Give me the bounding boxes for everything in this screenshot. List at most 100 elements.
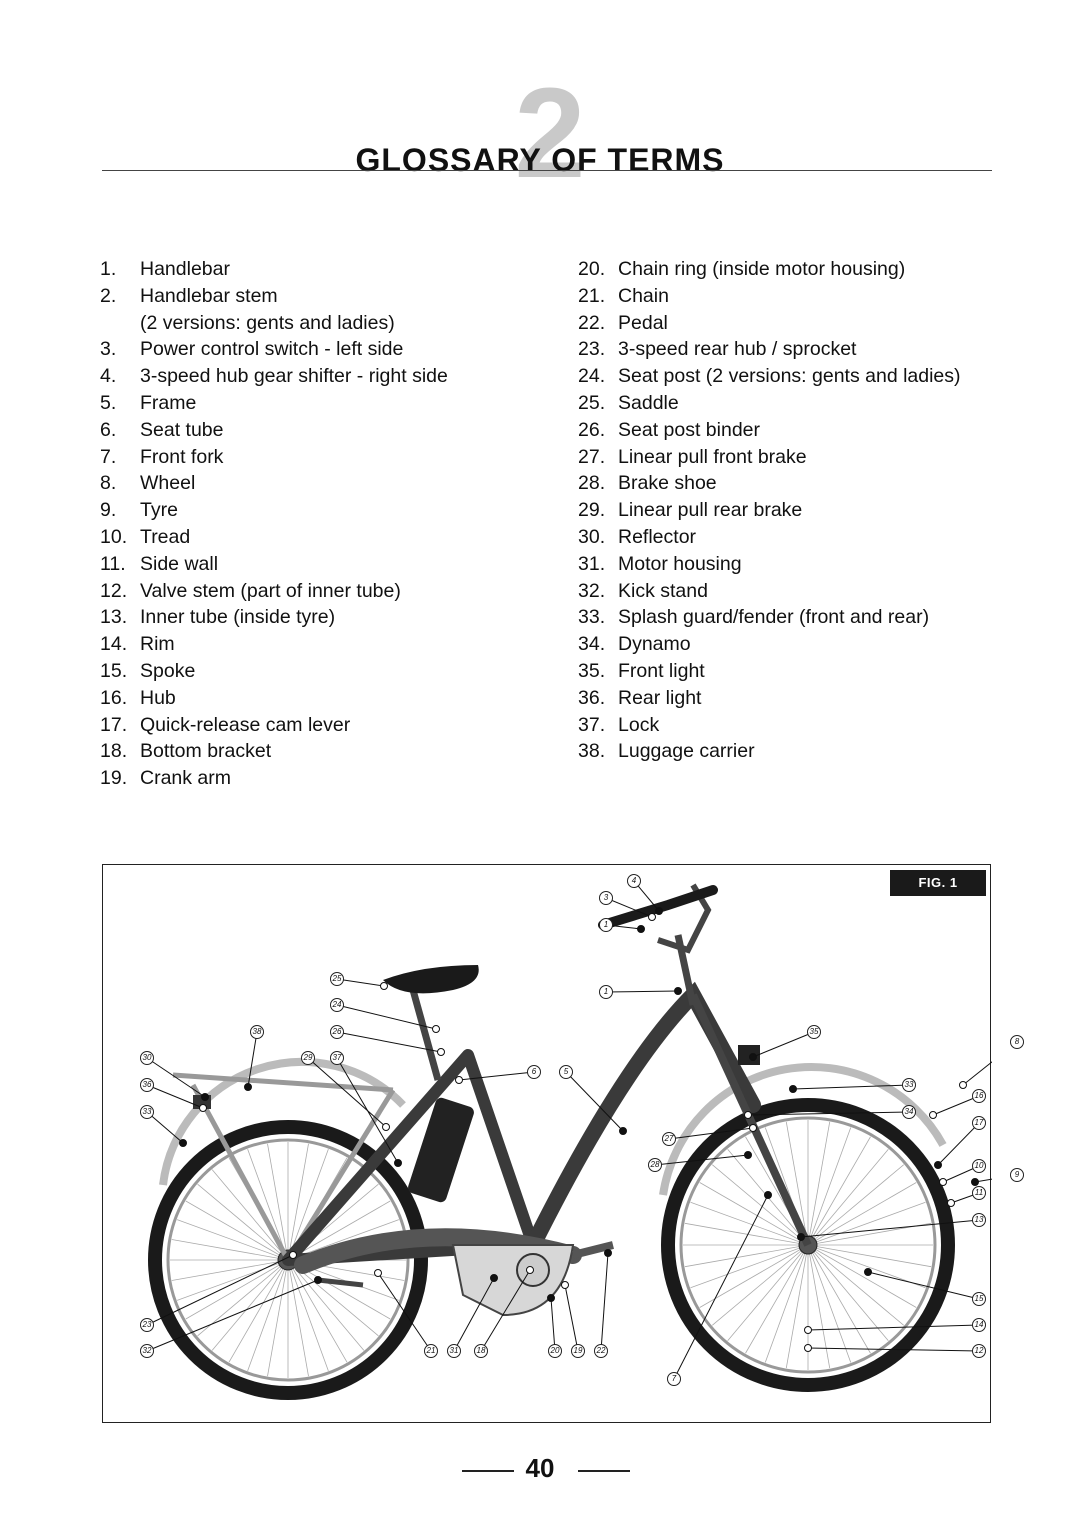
callout-5: 5 bbox=[559, 1065, 573, 1079]
glossary-item-term: Saddle bbox=[618, 391, 679, 414]
glossary-item: 23.3-speed rear hub / sprocket bbox=[578, 336, 998, 363]
glossary-item: 29.Linear pull rear brake bbox=[578, 497, 998, 524]
callout-leader-line bbox=[336, 978, 385, 987]
callout-leader-line bbox=[605, 897, 653, 918]
glossary-item: 3.Power control switch - left side bbox=[100, 336, 540, 363]
glossary-item-term: Pedal bbox=[618, 311, 668, 334]
callout-leader-line bbox=[800, 1219, 980, 1238]
callout-anchor-dot bbox=[179, 1139, 187, 1147]
glossary-item: 36.Rear light bbox=[578, 685, 998, 712]
glossary-item-number: 6. bbox=[100, 418, 117, 441]
glossary-item-number: 1. bbox=[100, 258, 117, 280]
glossary-item: 26.Seat post binder bbox=[578, 417, 998, 444]
callout-leader-line bbox=[673, 1194, 769, 1380]
callout-leader-line bbox=[752, 1031, 815, 1058]
glossary-item-number: 34. bbox=[578, 633, 606, 656]
callout-1: 1 bbox=[599, 985, 613, 999]
callout-leader-line bbox=[600, 1252, 609, 1352]
glossary-item: 2.Handlebar stem bbox=[100, 283, 540, 310]
callout-6: 6 bbox=[527, 1065, 541, 1079]
page-number-rule-left bbox=[462, 1470, 514, 1472]
callout-37: 37 bbox=[330, 1051, 344, 1065]
callout-10: 10 bbox=[972, 1159, 986, 1173]
glossary-item-number: 4. bbox=[100, 365, 117, 388]
glossary-item-number: 29. bbox=[578, 499, 606, 522]
callout-32: 32 bbox=[140, 1344, 154, 1358]
callout-33: 33 bbox=[902, 1078, 916, 1092]
page-number-rule-right bbox=[578, 1470, 630, 1472]
glossary-item-number: 22. bbox=[578, 311, 606, 334]
callout-anchor-dot bbox=[490, 1274, 498, 1282]
callout-anchor-dot bbox=[971, 1178, 979, 1186]
glossary-item: 5.Frame bbox=[100, 390, 540, 417]
glossary-item-number: 10. bbox=[100, 525, 128, 548]
callout-leader-line bbox=[146, 1254, 294, 1326]
figure-frame bbox=[102, 864, 992, 1423]
callout-leader-line bbox=[336, 1031, 442, 1053]
glossary-item-number: 14. bbox=[100, 633, 128, 656]
callout-anchor-dot bbox=[655, 907, 663, 915]
callout-13: 13 bbox=[972, 1213, 986, 1227]
glossary-item-number: 18. bbox=[100, 740, 128, 763]
glossary-item: 19.Crank arm bbox=[100, 765, 540, 792]
callout-anchor-dot bbox=[455, 1076, 463, 1084]
callout-anchor-dot bbox=[619, 1127, 627, 1135]
callout-anchor-dot bbox=[244, 1083, 252, 1091]
glossary-item-number: 7. bbox=[100, 445, 117, 468]
callout-9: 9 bbox=[1010, 1168, 1024, 1182]
callout-29: 29 bbox=[301, 1051, 315, 1065]
callout-21: 21 bbox=[424, 1344, 438, 1358]
glossary-item-number: 9. bbox=[100, 499, 117, 522]
callout-anchor-dot bbox=[561, 1281, 569, 1289]
glossary-item: 13.Inner tube (inside tyre) bbox=[100, 604, 540, 631]
callout-1: 1 bbox=[599, 918, 613, 932]
glossary-item-term: Frame bbox=[140, 391, 197, 414]
callout-leader-line bbox=[867, 1271, 980, 1300]
glossary-item-number: 17. bbox=[100, 713, 128, 736]
callout-anchor-dot bbox=[929, 1111, 937, 1119]
callout-leader-line bbox=[550, 1297, 556, 1352]
callout-19: 19 bbox=[571, 1344, 585, 1358]
glossary-item: 25.Saddle bbox=[578, 390, 998, 417]
callout-anchor-dot bbox=[437, 1048, 445, 1056]
glossary-item-term: Seat post binder bbox=[618, 418, 761, 441]
glossary-item-term: Dynamo bbox=[618, 633, 691, 656]
glossary-item-term: Handlebar bbox=[140, 258, 230, 280]
glossary-item: 35.Front light bbox=[578, 658, 998, 685]
glossary-item-number: 30. bbox=[578, 525, 606, 548]
glossary-item-term: Tread bbox=[140, 525, 191, 548]
callout-leader-line bbox=[974, 1178, 992, 1183]
callout-leader-line bbox=[336, 1004, 437, 1030]
glossary-item: 7.Front fork bbox=[100, 444, 540, 471]
glossary-item-term: (2 versions: gents and ladies) bbox=[140, 311, 395, 334]
callout-23: 23 bbox=[140, 1318, 154, 1332]
glossary-item-term: Quick-release cam lever bbox=[140, 713, 351, 736]
callout-anchor-dot bbox=[526, 1266, 534, 1274]
callout-anchor-dot bbox=[432, 1025, 440, 1033]
glossary-item-term: Rear light bbox=[618, 686, 702, 709]
callout-11: 11 bbox=[972, 1186, 986, 1200]
callout-leader-line bbox=[747, 1111, 910, 1116]
glossary-item: 34. Dynamo bbox=[578, 631, 998, 658]
callout-anchor-dot bbox=[749, 1124, 757, 1132]
glossary-item-number: 35. bbox=[578, 659, 606, 682]
callout-anchor-dot bbox=[744, 1151, 752, 1159]
page-title: GLOSSARY OF TERMS bbox=[355, 142, 725, 178]
glossary-right-column: 20.Chain ring (inside motor housing)21.C… bbox=[578, 256, 998, 765]
glossary-item: 15.Spoke bbox=[100, 658, 540, 685]
glossary-item: 10. Tread bbox=[100, 524, 540, 551]
callout-anchor-dot bbox=[947, 1199, 955, 1207]
glossary-item: 16.Hub bbox=[100, 685, 540, 712]
callout-leader-line bbox=[807, 1324, 980, 1331]
glossary-item-term: Crank arm bbox=[140, 767, 232, 790]
callout-38: 38 bbox=[250, 1025, 264, 1039]
callout-26: 26 bbox=[330, 1025, 344, 1039]
glossary-item-term: Reflector bbox=[618, 525, 697, 548]
callout-33: 33 bbox=[140, 1105, 154, 1119]
glossary-item-number: 13. bbox=[100, 606, 128, 629]
callout-leader-line bbox=[564, 1284, 579, 1352]
callout-16: 16 bbox=[972, 1089, 986, 1103]
callout-34: 34 bbox=[902, 1105, 916, 1119]
callout-leader-line bbox=[962, 1061, 992, 1086]
glossary-item: (2 versions: gents and ladies) bbox=[100, 310, 540, 337]
